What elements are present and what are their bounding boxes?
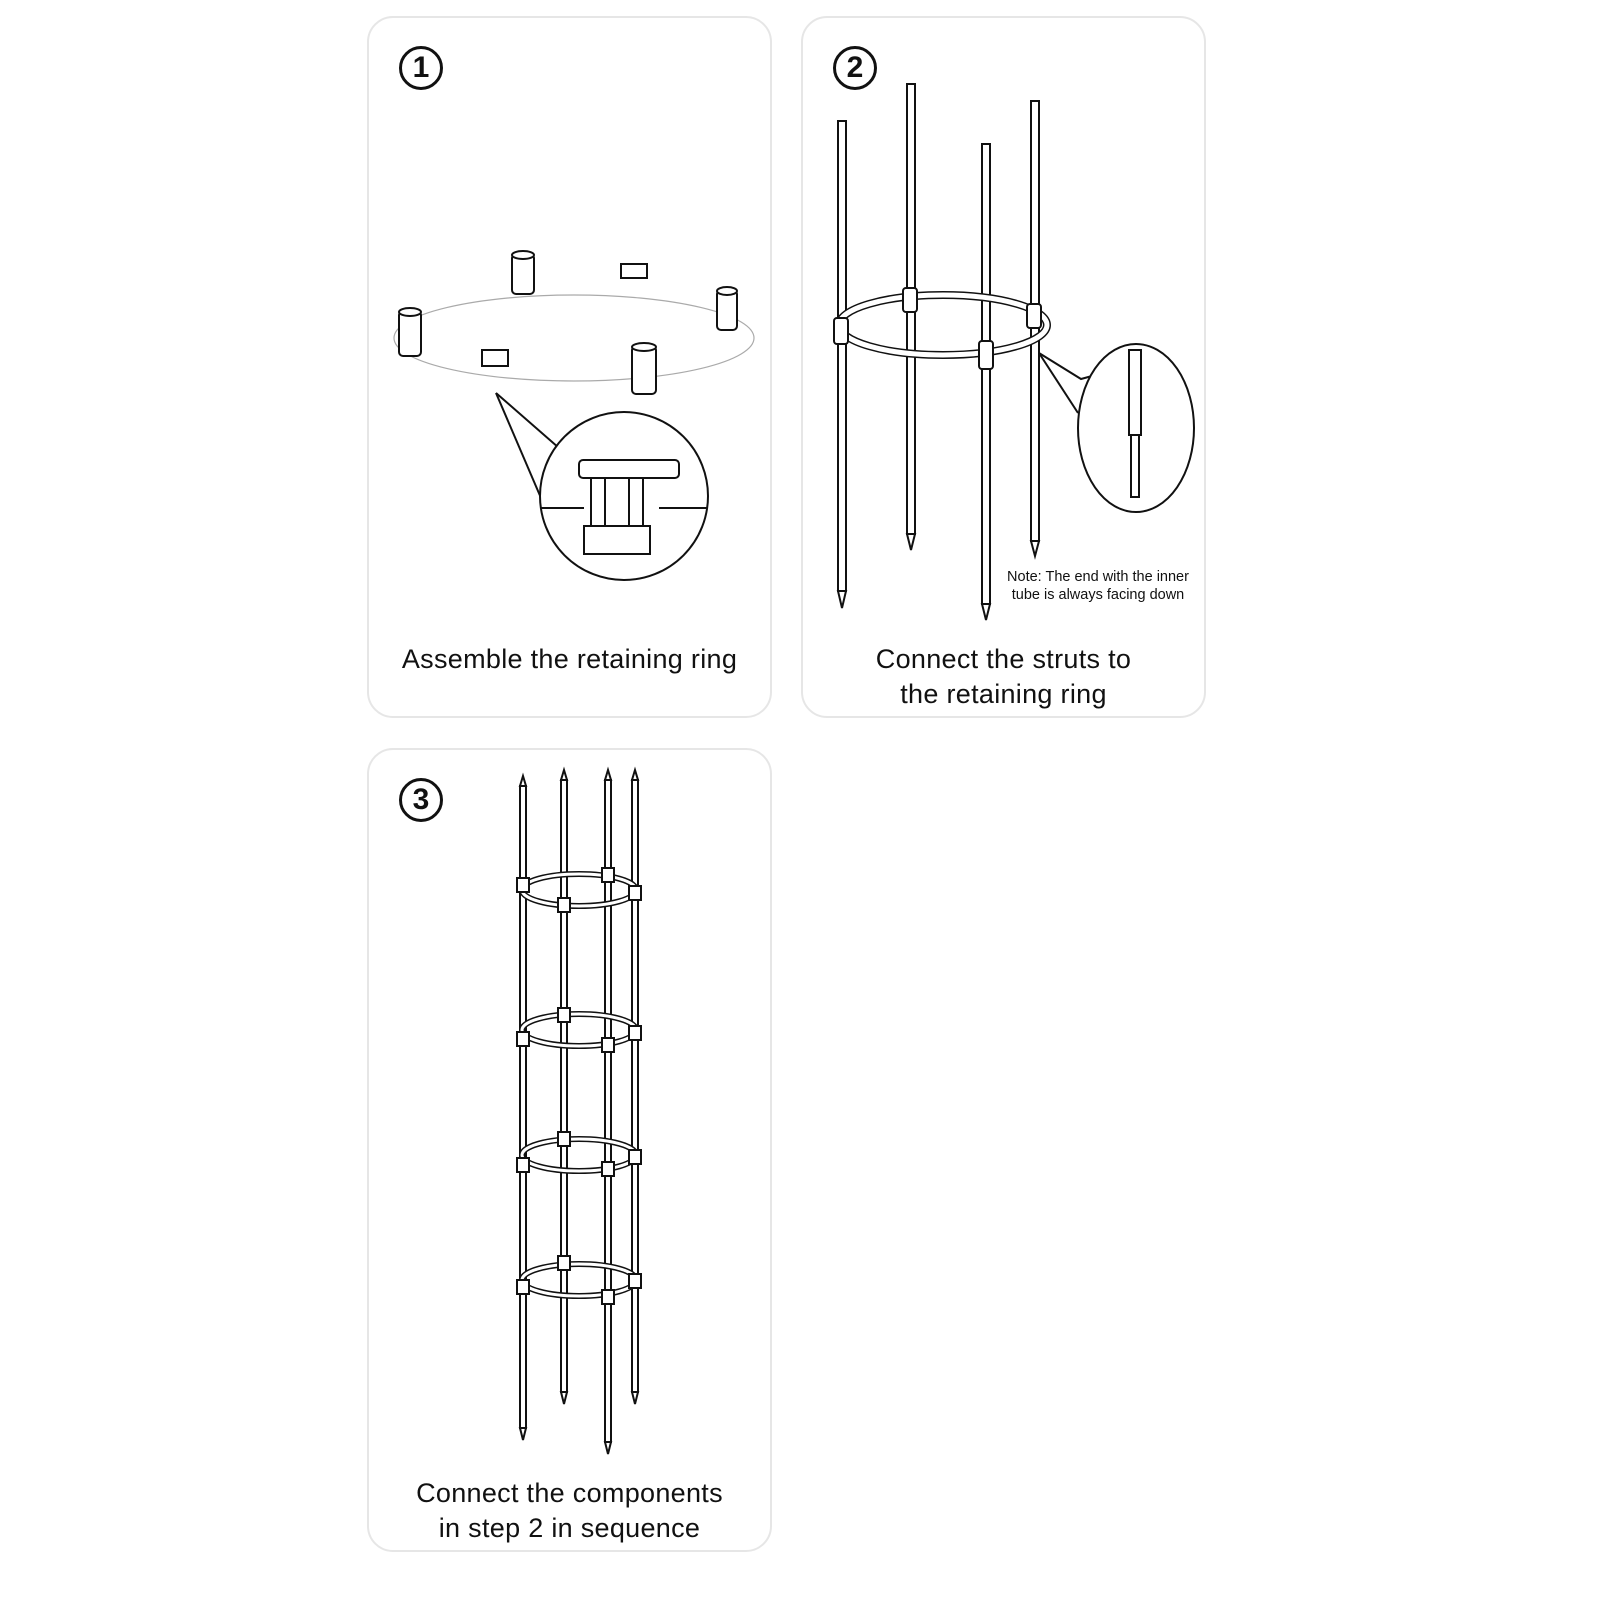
step-number-badge: 1 <box>399 46 443 90</box>
step-card-3: 3 Connect the components in step 2 in se… <box>367 748 772 1552</box>
ring-post <box>398 250 738 395</box>
step-number-badge: 2 <box>833 46 877 90</box>
plant-cage-illustration <box>516 766 642 1455</box>
ring-clip <box>516 867 642 1305</box>
step-card-1: 1 Assemble the retaining ring <box>367 16 772 718</box>
cage-ring <box>519 871 639 1299</box>
cage-strut <box>518 766 640 1455</box>
step-caption: Assemble the retaining ring <box>401 644 738 674</box>
step-card-2: 2 Note: The end with the inner tube is a… <box>801 16 1206 718</box>
note-text: Note: The end with the inner tube is alw… <box>1007 569 1189 603</box>
step-caption: Connect the struts to the retaining ring <box>875 644 1132 709</box>
step-number-badge: 3 <box>399 778 443 822</box>
retaining-ring-illustration <box>391 250 757 581</box>
struts-illustration <box>833 83 1195 621</box>
step-caption: Connect the components in step 2 in sequ… <box>416 1478 723 1543</box>
